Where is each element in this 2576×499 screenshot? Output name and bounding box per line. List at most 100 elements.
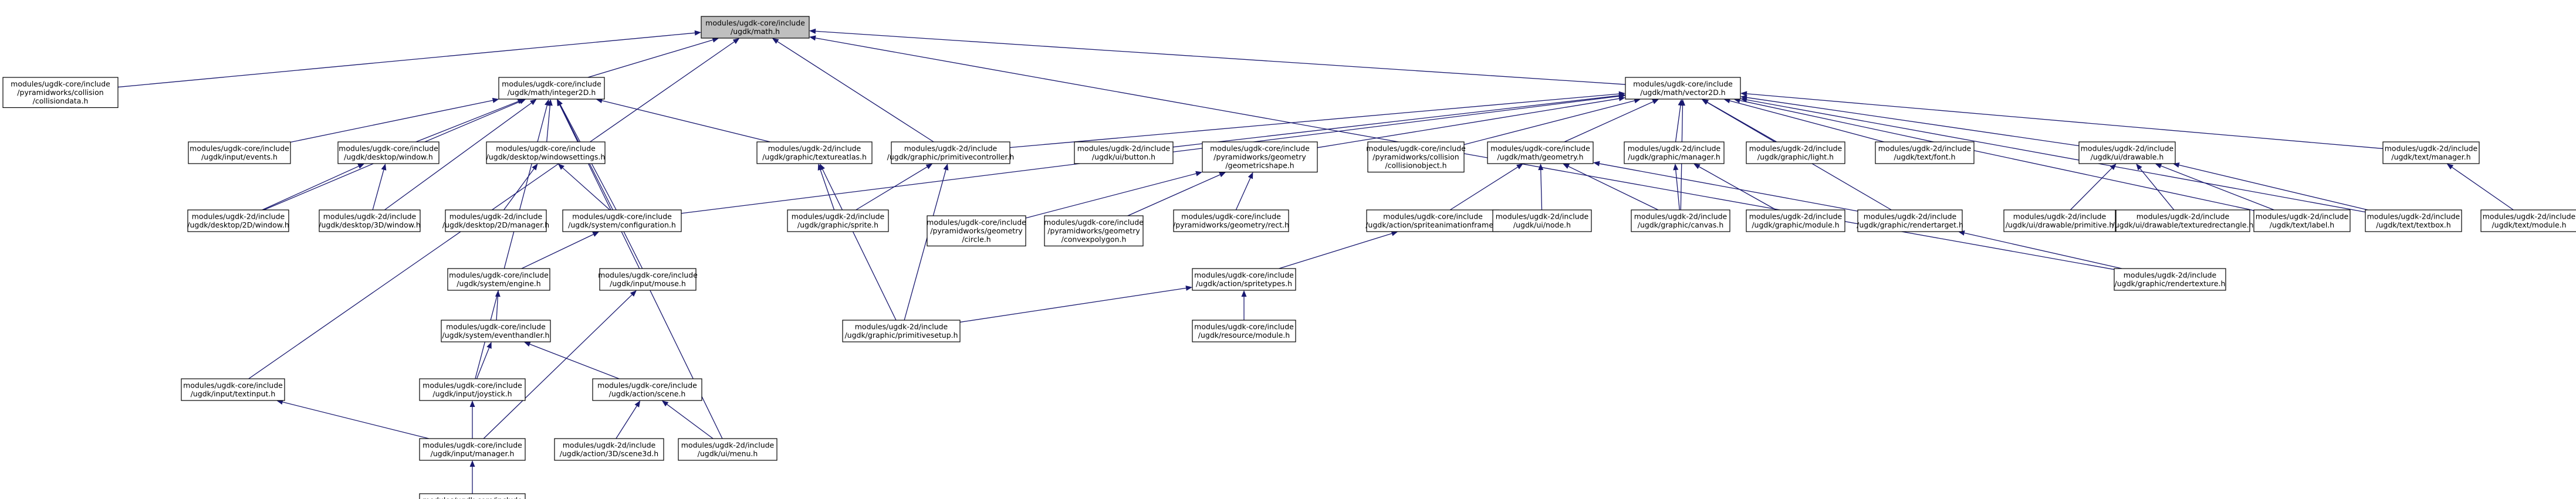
- graph-node[interactable]: modules/ugdk-2d/include/ugdk/ui/drawable…: [2078, 141, 2176, 164]
- graph-node[interactable]: modules/ugdk-core/include/ugdk/input/mod…: [419, 493, 526, 499]
- edge-line: [904, 169, 946, 321]
- graph-node[interactable]: modules/ugdk-2d/include/ugdk/ui/button.h: [1074, 141, 1174, 164]
- graph-node[interactable]: modules/ugdk-2d/include/ugdk/graphic/tex…: [756, 141, 873, 164]
- node-label-line: /ugdk/text/module.h: [2492, 220, 2566, 229]
- graph-node[interactable]: modules/ugdk-core/include/ugdk/action/sp…: [1365, 209, 1500, 232]
- graph-node[interactable]: modules/ugdk-2d/include/ugdk/desktop/3D/…: [319, 209, 421, 232]
- node-label-line: modules/ugdk-2d/include: [1628, 144, 1721, 153]
- edge-arrowhead: [523, 341, 531, 347]
- graph-node[interactable]: modules/ugdk-core/include/ugdk/math/geom…: [1487, 141, 1594, 164]
- dependency-edge: [469, 400, 475, 439]
- dependency-edge: [1317, 96, 1625, 148]
- graph-node[interactable]: modules/ugdk-core/include/ugdk/input/tex…: [181, 378, 285, 401]
- node-box: [419, 438, 526, 461]
- node-label-line: /ugdk/action/spriteanimationframe.h: [1365, 220, 1500, 229]
- graph-node[interactable]: modules/ugdk-core/include/ugdk/input/man…: [419, 438, 526, 461]
- node-label-line: /ugdk/ui/node.h: [1513, 220, 1571, 229]
- node-label-line: modules/ugdk-core/include: [1490, 144, 1590, 153]
- graph-node[interactable]: modules/ugdk-2d/include/ugdk/desktop/2D/…: [187, 209, 289, 232]
- node-label-line: /ugdk/ui/button.h: [1092, 152, 1155, 161]
- node-box: [756, 141, 873, 164]
- edge-arrowhead: [1563, 164, 1570, 169]
- edge-line: [1675, 169, 1680, 211]
- graph-node[interactable]: modules/ugdk-2d/include/ugdk/text/textbo…: [2365, 209, 2462, 232]
- graph-node[interactable]: modules/ugdk-core/include/ugdk/input/eve…: [188, 141, 291, 164]
- node-box: [2, 77, 119, 108]
- graph-node[interactable]: modules/ugdk-core/include/ugdk/math/vect…: [1625, 77, 1741, 100]
- dependency-edge: [521, 232, 600, 269]
- graph-node[interactable]: modules/ugdk-2d/include/ugdk/graphic/man…: [1624, 141, 1725, 164]
- dependency-edge: [1235, 172, 1253, 211]
- graph-node[interactable]: modules/ugdk-2d/include/ugdk/action/3D/s…: [554, 438, 664, 461]
- graph-node[interactable]: modules/ugdk-2d/include/ugdk/ui/node.h: [1492, 209, 1592, 232]
- graph-node[interactable]: modules/ugdk-2d/include/ugdk/ui/menu.h: [678, 438, 777, 461]
- graph-node[interactable]: modules/ugdk-core/include/ugdk/desktop/w…: [337, 141, 440, 164]
- dependency-edge: [1693, 164, 1777, 211]
- graph-node[interactable]: modules/ugdk-core/include/ugdk/desktop/w…: [486, 141, 606, 164]
- graph-node[interactable]: modules/ugdk-core/include/ugdk/input/joy…: [419, 378, 526, 401]
- graph-node[interactable]: modules/ugdk-core/include/pyramidworks/c…: [1366, 141, 1466, 173]
- graph-node[interactable]: modules/ugdk-core/include/pyramidworks/g…: [927, 215, 1026, 247]
- edge-line: [1463, 100, 1635, 145]
- dependency-edge: [1958, 230, 2122, 269]
- graph-node[interactable]: modules/ugdk-2d/include/ugdk/graphic/ren…: [1857, 209, 1963, 232]
- edge-arrowhead: [1593, 161, 1600, 167]
- graph-node[interactable]: modules/ugdk-2d/include/ugdk/text/module…: [2480, 209, 2576, 232]
- node-label-line: modules/ugdk-core/include: [422, 381, 522, 390]
- node-box: [1044, 215, 1144, 247]
- graph-node[interactable]: modules/ugdk-2d/include/ugdk/ui/drawable…: [2003, 209, 2116, 232]
- node-label-line: /ugdk/input/events.h: [201, 152, 278, 161]
- graph-node[interactable]: modules/ugdk-2d/include/ugdk/graphic/pri…: [887, 141, 1015, 164]
- graph-node[interactable]: modules/ugdk-2d/include/ugdk/text/label.…: [2253, 209, 2351, 232]
- graph-node[interactable]: modules/ugdk-core/include/ugdk/system/en…: [447, 268, 550, 291]
- dependency-edge: [959, 285, 1192, 323]
- node-label-line: /ugdk/system/engine.h: [457, 279, 540, 288]
- graph-node[interactable]: modules/ugdk-2d/include/ugdk/graphic/pri…: [842, 320, 961, 342]
- graph-node[interactable]: modules/ugdk-2d/include/ugdk/text/manage…: [2382, 141, 2480, 164]
- graph-node[interactable]: modules/ugdk-2d/include/ugdk/graphic/spr…: [787, 209, 889, 232]
- edge-arrowhead: [1241, 290, 1247, 297]
- edge-arrowhead: [1516, 164, 1523, 169]
- dependency-edge: [1449, 164, 1523, 211]
- node-box: [678, 438, 777, 461]
- graph-node[interactable]: modules/ugdk-core/include/ugdk/action/sc…: [592, 378, 702, 401]
- graph-node[interactable]: modules/ugdk-2d/include/ugdk/graphic/lig…: [1746, 141, 1845, 164]
- graph-node[interactable]: modules/ugdk-2d/include/ugdk/graphic/can…: [1631, 209, 1730, 232]
- edge-arrowhead: [1723, 98, 1731, 104]
- node-label-line: modules/ugdk-core/include: [1044, 218, 1144, 227]
- graph-node[interactable]: modules/ugdk-2d/include/ugdk/desktop/2D/…: [442, 209, 549, 232]
- graph-node[interactable]: modules/ugdk-core/include/pyramidworks/c…: [2, 77, 119, 108]
- graph-node[interactable]: modules/ugdk-core/include/pyramidworks/g…: [1173, 209, 1289, 232]
- edge-arrowhead: [925, 164, 933, 169]
- dependency-edge: [587, 37, 719, 78]
- node-box: [337, 141, 440, 164]
- graph-node[interactable]: modules/ugdk-core/include/ugdk/action/sp…: [1192, 268, 1296, 291]
- graph-node[interactable]: modules/ugdk-2d/include/ugdk/ui/drawable…: [2112, 209, 2254, 232]
- edge-line: [587, 39, 713, 78]
- edge-arrowhead: [2110, 164, 2117, 170]
- graph-node[interactable]: modules/ugdk-core/include/ugdk/system/ev…: [441, 320, 551, 342]
- node-label-line: /collisionobject.h: [1385, 161, 1446, 170]
- graph-node[interactable]: modules/ugdk-core/include/pyramidworks/g…: [1044, 215, 1144, 247]
- edge-line: [2452, 167, 2514, 211]
- graph-node[interactable]: modules/ugdk-2d/include/ugdk/graphic/mod…: [1746, 209, 1845, 232]
- node-label-line: modules/ugdk-core/include: [449, 271, 549, 280]
- graph-node[interactable]: modules/ugdk-2d/include/ugdk/text/font.h: [1875, 141, 1975, 164]
- graph-node[interactable]: modules/ugdk-core/include/ugdk/input/mou…: [598, 268, 698, 291]
- node-label-line: modules/ugdk-core/include: [1194, 271, 1294, 280]
- node-label-line: /ugdk/text/font.h: [1894, 152, 1955, 161]
- node-label-line: modules/ugdk-2d/include: [449, 212, 543, 221]
- edge-arrowhead: [1740, 91, 1747, 97]
- graph-node[interactable]: modules/ugdk-core/include/ugdk/system/co…: [562, 209, 682, 232]
- node-box: [2114, 268, 2226, 291]
- graph-node[interactable]: modules/ugdk-core/include/ugdk/resource/…: [1192, 320, 1296, 342]
- edge-line: [496, 296, 498, 321]
- node-label-line: modules/ugdk-2d/include: [2124, 271, 2217, 280]
- graph-node[interactable]: modules/ugdk-core/include/ugdk/math.h: [701, 16, 810, 39]
- graph-node[interactable]: modules/ugdk-core/include/ugdk/math/inte…: [498, 77, 605, 100]
- edge-arrowhead: [2446, 164, 2454, 169]
- node-label-line: modules/ugdk-core/include: [1210, 144, 1310, 153]
- graph-node[interactable]: modules/ugdk-core/include/pyramidworks/g…: [1202, 141, 1318, 173]
- graph-node[interactable]: modules/ugdk-2d/include/ugdk/graphic/ren…: [2114, 268, 2226, 291]
- dependency-edge: [2136, 164, 2175, 211]
